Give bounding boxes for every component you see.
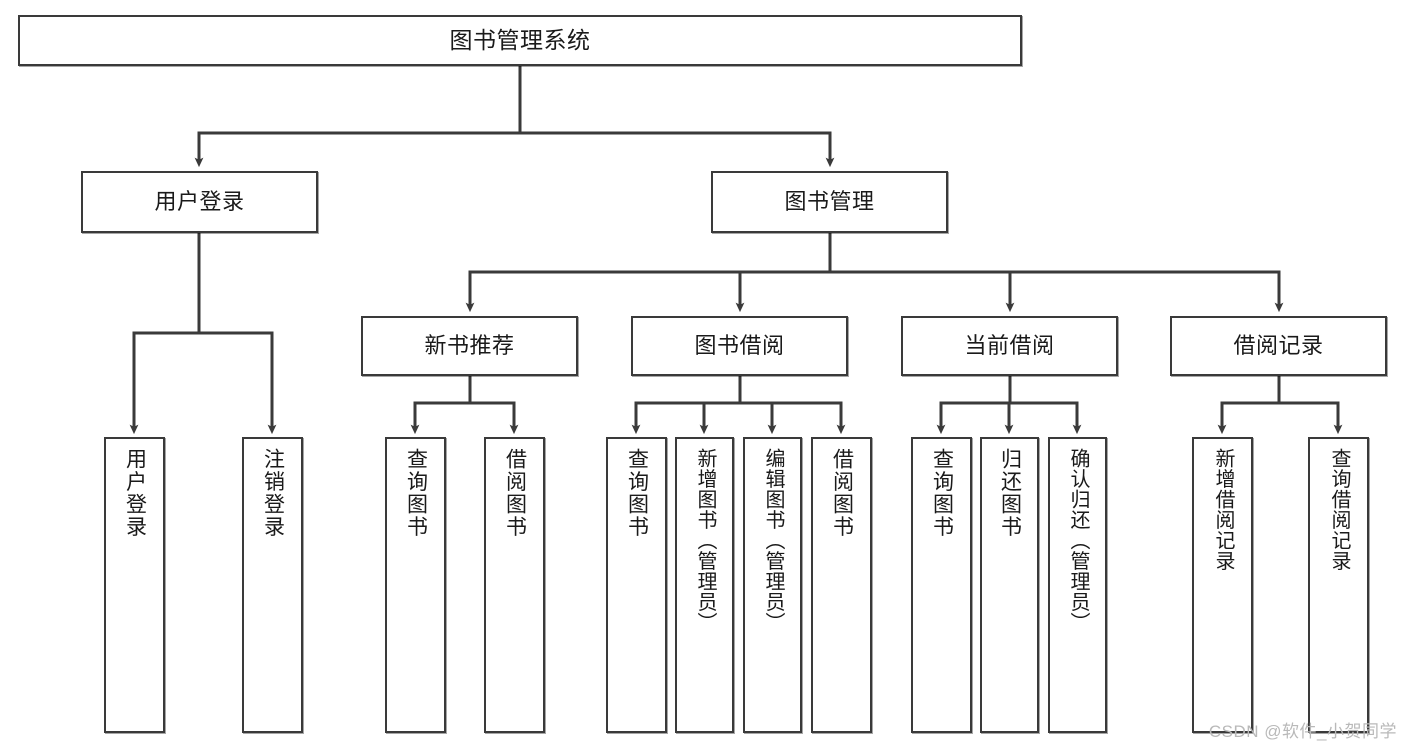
leaf-current-borrow-return[interactable]: 归还图书: [980, 437, 1039, 733]
node-root-system[interactable]: 图书管理系统: [18, 15, 1022, 66]
node-book-borrow[interactable]: 图书借阅: [631, 316, 848, 376]
node-label: 归还图书: [998, 448, 1022, 538]
leaf-user-login-logout[interactable]: 注销登录: [242, 437, 303, 733]
node-label: 图书管理: [784, 189, 875, 215]
leaf-borrow-record-query[interactable]: 查询借阅记录: [1308, 437, 1369, 733]
node-label: 借阅图书: [830, 448, 854, 538]
node-user-login[interactable]: 用户登录: [81, 171, 318, 233]
leaf-book-borrow-query[interactable]: 查询图书: [606, 437, 667, 733]
leaf-user-login-login[interactable]: 用户登录: [104, 437, 165, 733]
node-label: 查询图书: [404, 448, 428, 538]
node-current-borrow[interactable]: 当前借阅: [901, 316, 1118, 376]
watermark-text: CSDN @软件_小贺同学: [1208, 722, 1397, 741]
leaf-current-borrow-confirm-return[interactable]: 确认归还（管理员）: [1048, 437, 1107, 733]
node-label: 图书借阅: [694, 333, 785, 359]
node-label: 借阅图书: [503, 448, 527, 538]
node-label: 新增借阅记录: [1212, 448, 1234, 571]
node-label: 注销登录: [261, 448, 285, 538]
leaf-borrow-record-add[interactable]: 新增借阅记录: [1192, 437, 1253, 733]
leaf-book-borrow-borrow[interactable]: 借阅图书: [811, 437, 872, 733]
node-label: 新书推荐: [424, 333, 515, 359]
node-label: 图书管理系统: [449, 26, 591, 53]
node-label: 用户登录: [123, 448, 147, 538]
node-label: 用户登录: [154, 189, 245, 215]
leaf-new-book-borrow[interactable]: 借阅图书: [484, 437, 545, 733]
leaf-book-borrow-edit[interactable]: 编辑图书（管理员）: [743, 437, 802, 733]
node-label: 借阅记录: [1233, 333, 1324, 359]
node-label: 确认归还（管理员）: [1067, 448, 1089, 633]
node-new-book-recommend[interactable]: 新书推荐: [361, 316, 578, 376]
node-label: 新增图书（管理员）: [694, 448, 716, 633]
node-label: 查询借阅记录: [1328, 448, 1350, 571]
leaf-current-borrow-query[interactable]: 查询图书: [911, 437, 972, 733]
leaf-book-borrow-add[interactable]: 新增图书（管理员）: [675, 437, 734, 733]
node-label: 查询图书: [625, 448, 649, 538]
node-label: 编辑图书（管理员）: [762, 448, 784, 633]
node-label: 当前借阅: [964, 333, 1055, 359]
node-borrow-record[interactable]: 借阅记录: [1170, 316, 1387, 376]
node-book-management[interactable]: 图书管理: [711, 171, 948, 233]
leaf-new-book-query[interactable]: 查询图书: [385, 437, 446, 733]
node-label: 查询图书: [930, 448, 954, 538]
